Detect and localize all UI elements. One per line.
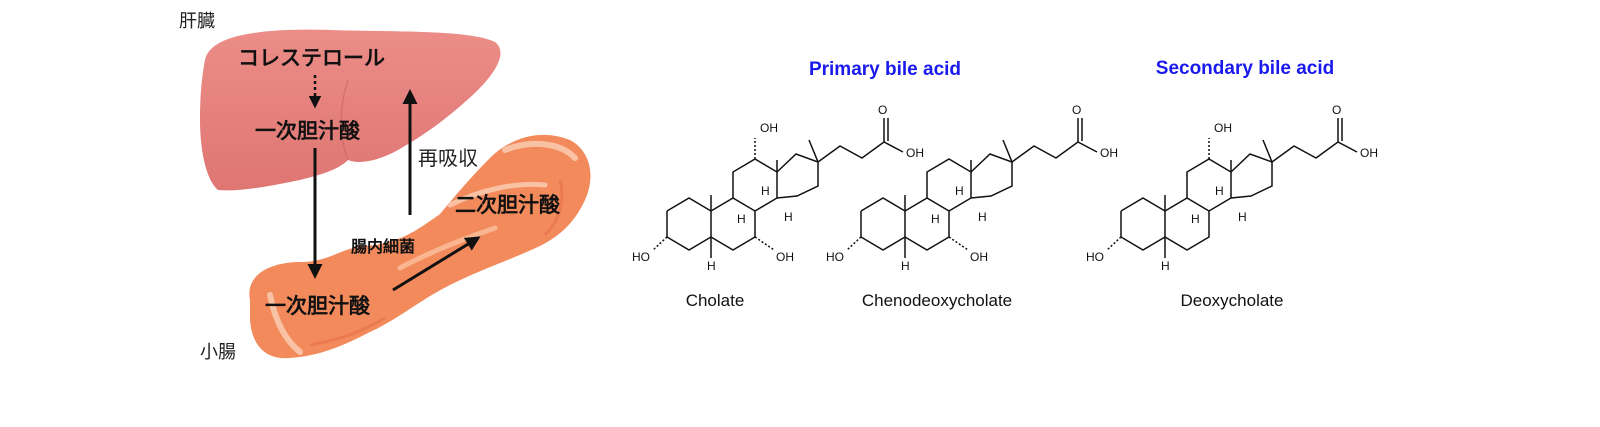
svg-text:H: H bbox=[978, 210, 987, 224]
svg-text:H: H bbox=[931, 212, 940, 226]
primary-bile-acid-intestine-label: 一次胆汁酸 bbox=[265, 294, 371, 318]
intestine-label: 小腸 bbox=[200, 342, 236, 363]
svg-text:O: O bbox=[1332, 103, 1341, 117]
svg-text:H: H bbox=[1191, 212, 1200, 226]
cholate-structure bbox=[652, 118, 904, 258]
secondary-bile-acid-heading: Secondary bile acid bbox=[1156, 58, 1334, 79]
pathway-arrows bbox=[307, 75, 481, 292]
svg-text:H: H bbox=[707, 259, 716, 273]
liver-illustration bbox=[200, 29, 501, 191]
svg-text:O: O bbox=[1072, 103, 1081, 117]
deoxycholate-name: Deoxycholate bbox=[1180, 291, 1283, 310]
svg-text:H: H bbox=[1238, 210, 1247, 224]
chenodeoxycholate-atom-labels: O OH HO OH H H H H bbox=[826, 103, 1118, 273]
svg-text:O: O bbox=[878, 103, 887, 117]
primary-bile-acid-liver-label: 一次胆汁酸 bbox=[255, 119, 361, 143]
svg-text:H: H bbox=[901, 259, 910, 273]
primary-bile-acid-heading: Primary bile acid bbox=[809, 59, 961, 80]
intestine-illustration bbox=[249, 134, 591, 359]
cholate-atom-labels: OH O OH HO OH H H H H bbox=[632, 103, 924, 273]
chenodeoxycholate-structure bbox=[846, 118, 1098, 258]
liver-label: 肝臓 bbox=[179, 11, 215, 32]
cholesterol-label: コレステロール bbox=[238, 46, 385, 70]
svg-text:H: H bbox=[1161, 259, 1170, 273]
svg-text:OH: OH bbox=[760, 121, 778, 135]
deoxycholate-atom-labels: OH O OH HO H H H H bbox=[1086, 103, 1378, 273]
svg-text:OH: OH bbox=[906, 146, 924, 160]
svg-text:H: H bbox=[1215, 184, 1224, 198]
cholate-name: Cholate bbox=[686, 291, 745, 310]
svg-text:HO: HO bbox=[826, 250, 844, 264]
svg-text:OH: OH bbox=[970, 250, 988, 264]
svg-text:H: H bbox=[784, 210, 793, 224]
svg-text:OH: OH bbox=[1214, 121, 1232, 135]
chenodeoxycholate-name: Chenodeoxycholate bbox=[862, 291, 1012, 310]
svg-text:OH: OH bbox=[776, 250, 794, 264]
svg-text:OH: OH bbox=[1100, 146, 1118, 160]
gut-bacteria-label: 腸内細菌 bbox=[351, 237, 415, 256]
svg-text:H: H bbox=[761, 184, 770, 198]
arrow-bacterial-conversion bbox=[392, 236, 481, 292]
reabsorption-label: 再吸収 bbox=[418, 146, 478, 170]
svg-text:H: H bbox=[955, 184, 964, 198]
deoxycholate-structure bbox=[1106, 118, 1358, 258]
secondary-bile-acid-label: 二次胆汁酸 bbox=[455, 193, 561, 217]
svg-text:HO: HO bbox=[1086, 250, 1104, 264]
svg-text:H: H bbox=[737, 212, 746, 226]
svg-text:HO: HO bbox=[632, 250, 650, 264]
svg-text:OH: OH bbox=[1360, 146, 1378, 160]
